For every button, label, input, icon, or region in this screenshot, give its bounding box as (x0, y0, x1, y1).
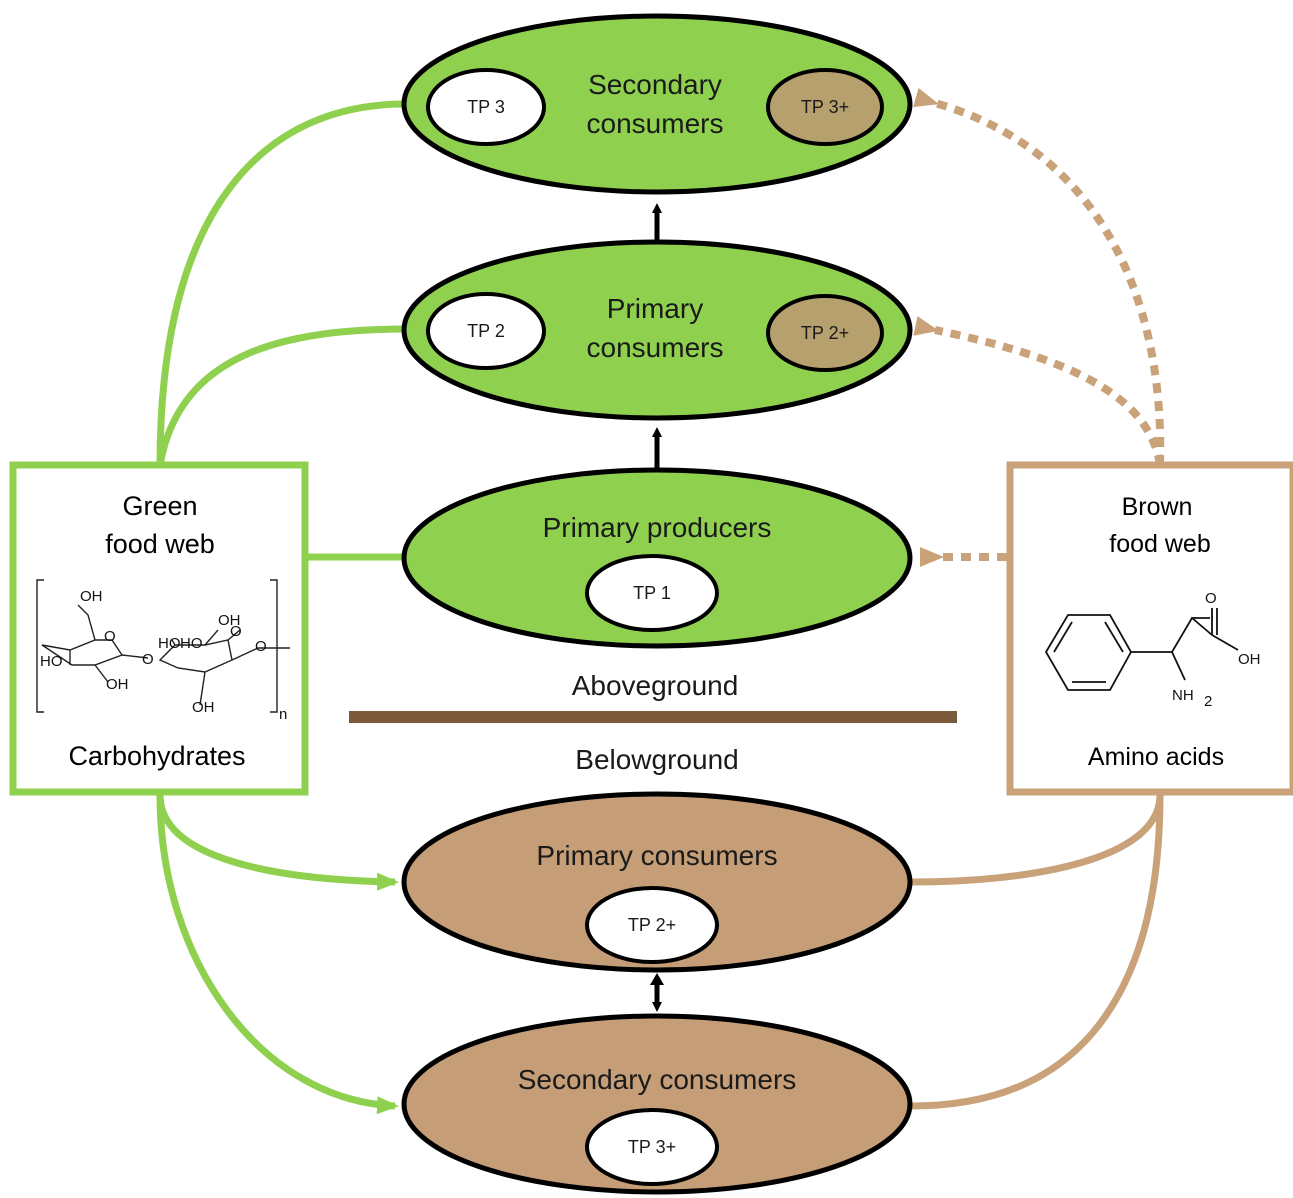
brown-chem-o: O (1205, 590, 1217, 607)
tp2-label: TP 2 (467, 321, 505, 341)
brown-web-title-2: food web (1109, 530, 1210, 558)
tp1-label: TP 1 (633, 583, 671, 603)
green-chem-oh-1: OH (80, 588, 103, 605)
below-secondary-title: Secondary consumers (518, 1064, 797, 1095)
green-link-secondary (156, 100, 404, 466)
below-primary-consumers: Primary consumers TP 2+ (401, 791, 913, 973)
green-chem-ho-3: HO (180, 635, 203, 652)
below-secondary-consumers: Secondary consumers TP 3+ (401, 1013, 913, 1195)
phenylalanine-structure-icon (1044, 608, 1239, 691)
green-chem-o-1: O (104, 628, 116, 645)
below-tp3plus-badge (585, 1108, 719, 1186)
green-arrow-below-primary (156, 794, 399, 891)
green-chem-o-4: O (255, 638, 267, 655)
cellulose-structure-icon (36, 579, 290, 713)
above-primary-title-2: consumers (587, 332, 724, 363)
green-web-title-1: Green (122, 491, 197, 521)
brown-chem-sub2: 2 (1204, 693, 1212, 710)
tp3plus-label: TP 3+ (801, 97, 849, 117)
brown-chem-oh: OH (1238, 651, 1261, 668)
below-primary-title: Primary consumers (536, 840, 777, 871)
tp1-badge (585, 554, 719, 632)
above-primary-title-1: Primary (607, 293, 703, 324)
tp3-label: TP 3 (467, 97, 505, 117)
brown-chem-nh: NH (1172, 687, 1194, 704)
green-chem-ho-1: HO (40, 653, 63, 670)
trophic-arrows (650, 203, 664, 1012)
green-food-web-box: Green food web OH O HO OH O HO HO OH O (9, 461, 309, 796)
green-chem-o-2: O (142, 651, 154, 668)
arrow-below-up-head (650, 973, 664, 985)
green-chem-oh-2: OH (106, 676, 129, 693)
brown-link-below-secondary (911, 794, 1164, 1110)
brown-web-caption: Amino acids (1088, 743, 1224, 771)
belowground-label: Belowground (575, 744, 738, 775)
green-connectors (156, 100, 404, 1115)
below-tp2plus-label: TP 2+ (628, 915, 676, 935)
brown-connectors (911, 794, 1164, 1110)
green-chem-o-3: O (230, 623, 242, 640)
green-chem-oh-4: OH (192, 699, 215, 716)
aboveground-label: Aboveground (572, 670, 739, 701)
brown-web-title-1: Brown (1122, 493, 1193, 521)
green-chem-ho-2: HO (158, 635, 181, 652)
ground-line (349, 711, 957, 723)
above-primary-consumers: TP 2 TP 2+ Primary consumers (401, 239, 913, 421)
green-link-primary (156, 325, 404, 466)
green-web-title-2: food web (105, 529, 215, 559)
tp2-badge (426, 292, 546, 370)
below-tp3plus-label: TP 3+ (628, 1137, 676, 1157)
brown-link-below-primary (911, 794, 1164, 886)
primary-producers: Primary producers TP 1 (401, 467, 913, 649)
brown-dotted-secondary (913, 87, 1165, 466)
above-secondary-title-2: consumers (587, 108, 724, 139)
green-chem-n: n (279, 706, 287, 723)
brown-dotted-primary (913, 316, 1164, 466)
above-secondary-consumers: TP 3 TP 3+ Secondary consumers (401, 13, 913, 195)
tp3plus-badge (766, 68, 884, 146)
green-arrow-below-secondary (156, 794, 399, 1115)
green-web-caption: Carbohydrates (68, 741, 245, 771)
ground-divider: Aboveground Belowground (349, 670, 957, 775)
above-secondary-title-1: Secondary (588, 69, 722, 100)
tp2plus-label: TP 2+ (801, 323, 849, 343)
producers-title: Primary producers (543, 512, 772, 543)
brown-dotted-arrows (913, 87, 1165, 567)
tp2plus-badge (766, 294, 884, 372)
tp3-badge (426, 68, 546, 146)
brown-food-web-box: Brown food web O OH NH 2 Amino acids (1006, 461, 1293, 796)
below-tp2plus-badge (585, 886, 719, 964)
green-chem-oh-3: OH (218, 612, 241, 629)
